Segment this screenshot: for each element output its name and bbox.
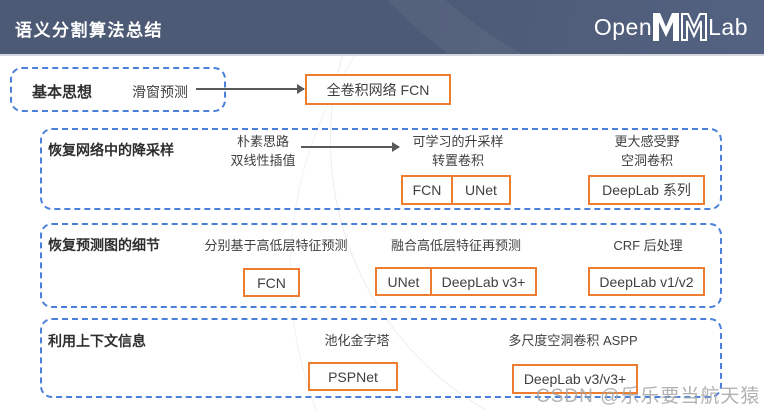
- model-box-fcn: FCN: [243, 268, 300, 297]
- group-context-info: [40, 318, 722, 398]
- model-box-deeplab-v1v2: DeepLab v1/v2: [588, 267, 705, 296]
- row3-col2-text: 融合高低层特征再预测: [390, 238, 521, 253]
- group-recover-detail: [40, 223, 722, 308]
- row4-col1-text: 池化金字塔: [324, 333, 390, 348]
- row3-col3-text: CRF 后处理: [613, 238, 683, 253]
- model-box-fcn-full: 全卷积网络 FCN: [305, 74, 451, 105]
- row1-label: 基本思想: [32, 84, 93, 101]
- row2-col2-text: 可学习的升采样 转置卷积: [412, 134, 504, 168]
- group-recover-downsampling: [40, 128, 722, 210]
- arrow-right-icon: [196, 84, 305, 94]
- row2-col3-text: 更大感受野 空洞卷积: [614, 134, 680, 168]
- row1-method-text: 滑窗预测: [132, 84, 188, 100]
- row2-col2-boxes: FCN UNet: [401, 175, 511, 205]
- openmmlab-m-outline-icon: [681, 13, 708, 41]
- logo-open-text: Open: [593, 13, 653, 40]
- row2-col1-text: 朴素思路 双线性插值: [230, 134, 296, 168]
- csdn-watermark: CSDN @乐乐要当航天猿: [536, 386, 761, 407]
- row2-label: 恢复网络中的降采样: [48, 142, 174, 158]
- header-bar: 语义分割算法总结 Open Lab: [0, 0, 764, 56]
- arrow-right-icon: [301, 142, 400, 152]
- model-box-fcn: FCN: [401, 175, 453, 205]
- logo-lab-text: Lab: [708, 13, 748, 40]
- openmmlab-m-icon: [653, 13, 680, 41]
- model-box-deeplab-series: DeepLab 系列: [588, 175, 705, 205]
- model-box-deeplab-v3plus: DeepLab v3+: [430, 267, 537, 296]
- row3-label: 恢复预测图的细节: [48, 237, 160, 253]
- row3-col1-text: 分别基于高低层特征预测: [204, 238, 348, 253]
- row4-label: 利用上下文信息: [48, 333, 146, 349]
- model-box-pspnet: PSPNet: [308, 362, 398, 391]
- model-box-unet: UNet: [451, 175, 511, 205]
- page-title: 语义分割算法总结: [15, 21, 163, 40]
- openmmlab-logo: Open Lab: [594, 0, 748, 54]
- row3-col2-boxes: UNet DeepLab v3+: [375, 267, 537, 296]
- model-box-deeplab-v3v3plus: DeepLab v3/v3+: [512, 364, 638, 394]
- model-box-unet: UNet: [375, 267, 432, 296]
- row4-col2-text: 多尺度空洞卷积 ASPP: [508, 333, 638, 348]
